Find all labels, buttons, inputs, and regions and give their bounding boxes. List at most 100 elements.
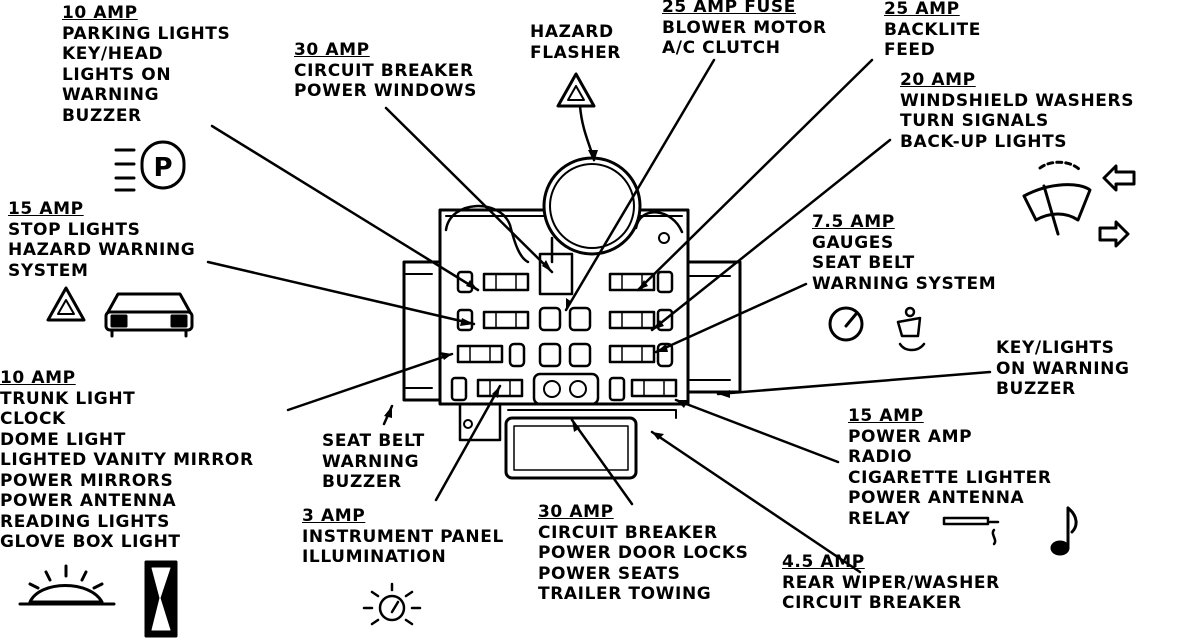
hazard-triangle-icon <box>556 72 596 108</box>
label-line: STOP LIGHTS <box>8 219 141 240</box>
hazard-triangle-icon <box>46 286 86 322</box>
instrument-illumination-icon <box>362 582 422 626</box>
leader-line <box>206 260 476 326</box>
leader-line <box>716 370 992 396</box>
label-line: POWER AMP <box>848 426 973 447</box>
label-line: POWER MIRRORS <box>0 470 174 491</box>
label-line: POWER SEATS <box>538 563 681 584</box>
amp-rating: 15 AMP <box>848 406 924 426</box>
label-instrument-panel: 3 AMP INSTRUMENT PANEL ILLUMINATION <box>302 506 504 568</box>
amp-rating: 3 AMP <box>302 506 366 526</box>
label-line: CLOCK <box>0 409 66 429</box>
label-line: BLOWER MOTOR <box>662 17 827 38</box>
label-line: TRAILER TOWING <box>538 584 712 604</box>
cigarette-lighter-icon <box>942 516 1000 546</box>
stop-lights-car-icon <box>104 292 194 338</box>
label-power-amp: 15 AMP POWER AMP RADIO CIGARETTE LIGHTER… <box>848 406 1052 529</box>
label-line: LIGHTED VANITY MIRROR <box>0 450 254 470</box>
label-line: CIGARETTE LIGHTER <box>848 467 1052 488</box>
label-line: TRUNK LIGHT <box>0 388 136 409</box>
label-line: SEAT BELT <box>322 431 425 451</box>
leader-line <box>636 58 874 292</box>
label-line: BUZZER <box>322 472 402 492</box>
seat-belt-icon <box>896 306 926 352</box>
leader-line <box>570 418 634 506</box>
amp-rating: 7.5 AMP <box>812 212 895 232</box>
gauge-icon <box>828 306 864 342</box>
label-power-windows: 30 AMP CIRCUIT BREAKER POWER WINDOWS <box>294 40 477 102</box>
fuse-slot <box>538 252 574 296</box>
leader-line <box>654 282 808 354</box>
leader-line <box>650 138 892 332</box>
label-blower-motor: 25 AMP FUSE BLOWER MOTOR A/C CLUTCH <box>662 0 827 59</box>
parking-symbol: P <box>153 153 172 183</box>
label-backlite-feed: 25 AMP BACKLITE FEED <box>884 0 981 61</box>
amp-rating: 30 AMP <box>294 40 370 60</box>
label-line: BUZZER <box>996 379 1076 399</box>
hourglass-clock-icon <box>144 560 178 638</box>
windshield-wiper-icon <box>1022 160 1092 236</box>
fuse-block-left-ear <box>402 260 442 402</box>
parking-lights-icon <box>114 140 186 192</box>
label-stop-lights: 15 AMP STOP LIGHTS HAZARD WARNING SYSTEM <box>8 199 195 281</box>
label-line: GAUGES <box>812 232 894 253</box>
leader-line <box>650 430 862 574</box>
label-line: ILLUMINATION <box>302 547 447 567</box>
label-line: POWER ANTENNA <box>0 491 177 511</box>
label-line: GLOVE BOX LIGHT <box>0 532 181 552</box>
fuse-slot <box>608 344 656 364</box>
fuse-slot <box>476 378 524 398</box>
turn-signal-arrow-icon <box>1098 220 1130 248</box>
label-line: CIRCUIT BREAKER <box>294 60 474 81</box>
label-line: DOME LIGHT <box>0 429 126 450</box>
label-line: RADIO <box>848 447 913 467</box>
label-line: TURN SIGNALS <box>900 111 1049 131</box>
leader-line <box>674 398 840 464</box>
fuse-slot <box>482 310 530 330</box>
label-line: BACK-UP LIGHTS <box>900 131 1068 152</box>
fuse-slot <box>456 344 504 364</box>
label-line: CIRCUIT BREAKER <box>782 593 962 613</box>
leader-line <box>210 124 480 292</box>
label-line: CIRCUIT BREAKER <box>538 522 718 543</box>
amp-rating: 30 AMP <box>538 502 614 522</box>
label-line: READING LIGHTS <box>0 511 170 532</box>
amp-rating: 25 AMP <box>884 0 960 19</box>
label-line: SYSTEM <box>8 260 89 281</box>
amp-rating: 15 AMP <box>8 199 84 219</box>
label-line: POWER DOOR LOCKS <box>538 543 749 563</box>
turn-signal-arrow-icon <box>1102 164 1136 192</box>
label-line: WINDSHIELD WASHERS <box>900 90 1135 111</box>
label-line: KEY/HEAD <box>62 44 164 64</box>
label-trunk-light: 10 AMP TRUNK LIGHT CLOCK DOME LIGHT LIGH… <box>0 368 254 553</box>
label-key-lights-buzzer: KEY/LIGHTS ON WARNING BUZZER <box>996 338 1130 400</box>
label-line: BACKLITE <box>884 19 981 40</box>
label-line: BUZZER <box>62 105 142 126</box>
label-seat-belt-buzzer: SEAT BELT WARNING BUZZER <box>322 431 425 493</box>
fuse-slot <box>608 272 656 292</box>
label-line: INSTRUMENT PANEL <box>302 526 504 547</box>
fuse-slot <box>482 272 530 292</box>
label-gauges: 7.5 AMP GAUGES SEAT BELT WARNING SYSTEM <box>812 212 996 294</box>
label-line: FLASHER <box>530 42 621 63</box>
amp-rating: 10 AMP <box>0 368 76 388</box>
label-line: POWER WINDOWS <box>294 81 477 101</box>
label-line: LIGHTS ON <box>62 64 172 85</box>
fuse-block-right-ear <box>686 260 742 394</box>
label-line: HAZARD WARNING <box>8 240 196 260</box>
leader-line <box>286 352 454 412</box>
music-note-icon <box>1050 506 1078 556</box>
fuse-slot <box>630 378 678 398</box>
amp-rating: 4.5 AMP <box>782 552 865 572</box>
label-power-door-locks: 30 AMP CIRCUIT BREAKER POWER DOOR LOCKS … <box>538 502 748 605</box>
label-line: KEY/LIGHTS <box>996 338 1115 358</box>
leader-line <box>384 106 554 274</box>
leader-line <box>564 58 716 312</box>
amp-rating: 10 AMP <box>62 3 138 23</box>
leader-line <box>434 384 502 502</box>
fuse-block-connector <box>504 416 638 480</box>
amp-rating: 20 AMP <box>900 70 976 90</box>
label-line: A/C CLUTCH <box>662 38 781 58</box>
